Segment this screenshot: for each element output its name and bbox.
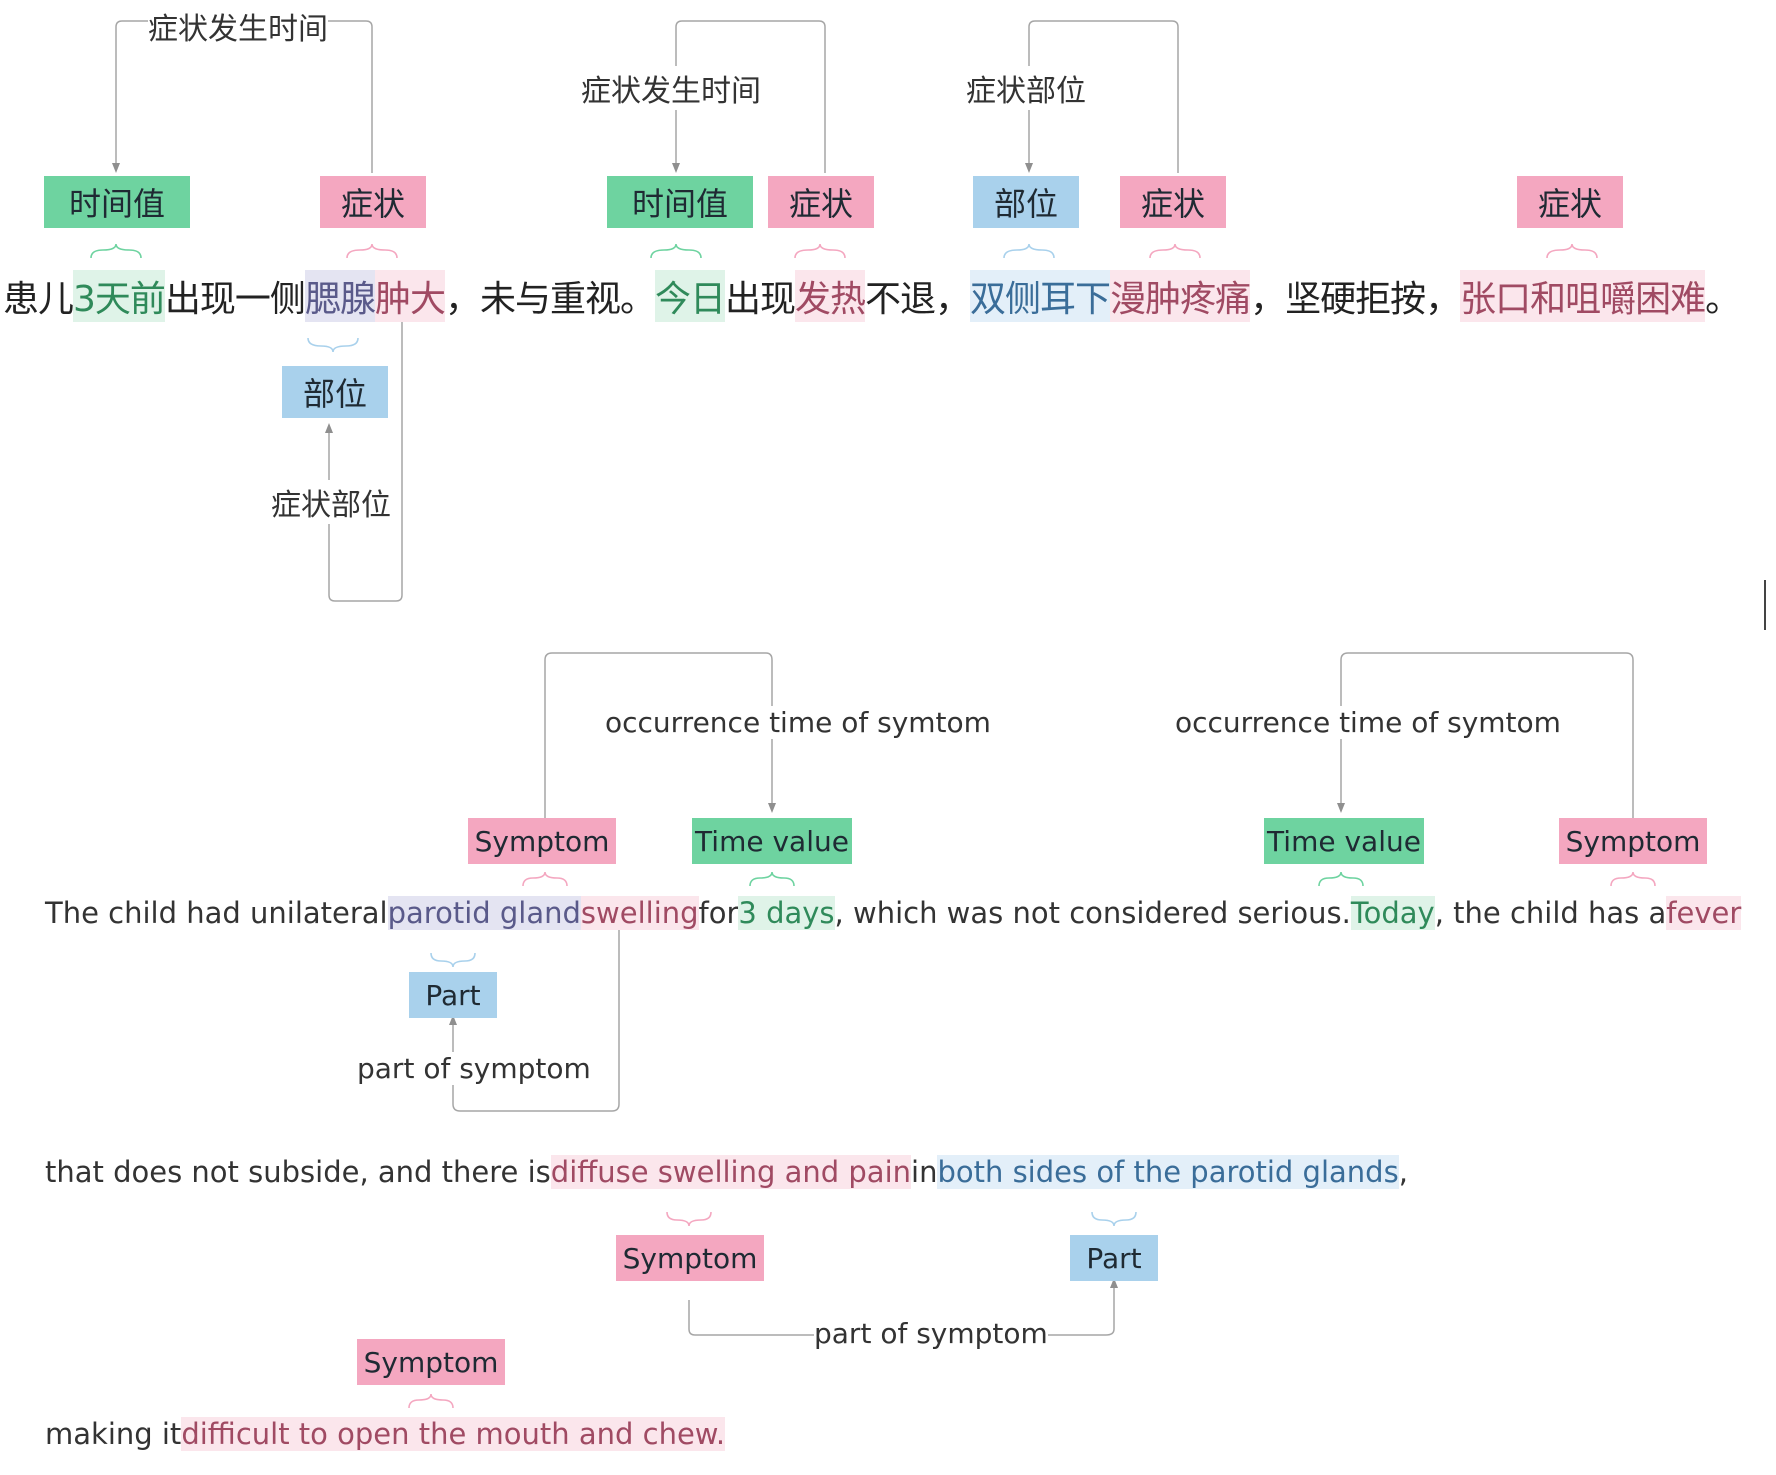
zh-relation-label-r3: 症状部位	[966, 66, 1086, 110]
zh-tag-symptom[interactable]: 症状	[1120, 176, 1226, 228]
zh-text: 出现	[725, 279, 796, 320]
en-relation-label-r3: part of symptom	[357, 1052, 591, 1085]
zh-tag-symptom[interactable]: 症状	[1517, 176, 1623, 228]
zh-span-symptom-swelling[interactable]: 肿大	[374, 270, 446, 322]
en-text: making it	[45, 1417, 182, 1451]
en-text: ,	[1398, 1155, 1408, 1189]
zh-tag-part[interactable]: 部位	[973, 176, 1079, 228]
en-tag-part[interactable]: Part	[409, 972, 497, 1018]
zh-text: ，坚硬拒按，	[1250, 279, 1461, 320]
zh-tag-symptom[interactable]: 症状	[768, 176, 874, 228]
en-sentence-line-3: making it difficult to open the mouth an…	[45, 1417, 726, 1451]
zh-text: 不退，	[865, 279, 971, 320]
en-span-symptom-swelling[interactable]: swelling	[580, 896, 699, 930]
en-span-part-both-sides[interactable]: both sides of the parotid glands	[937, 1155, 1399, 1189]
en-span-time-today[interactable]: Today	[1350, 896, 1435, 930]
en-arc-r3	[449, 930, 620, 1112]
en-tag-symptom[interactable]: Symptom	[616, 1235, 764, 1281]
zh-text: 。	[1705, 279, 1741, 320]
zh-tag-part[interactable]: 部位	[282, 366, 388, 418]
zh-relation-label-r1: 症状发生时间	[148, 4, 328, 48]
en-tag-time-value[interactable]: Time value	[1264, 818, 1424, 864]
zh-tag-symptom[interactable]: 症状	[320, 176, 426, 228]
en-text: , the child has a	[1434, 896, 1667, 930]
en-text: for	[698, 896, 739, 930]
en-arc-r1	[544, 652, 776, 818]
zh-span-symptom-chewing[interactable]: 张口和咀嚼困难	[1460, 270, 1706, 322]
en-relation-label-r2: occurrence time of symtom	[1175, 706, 1561, 739]
zh-span-part-below-ears[interactable]: 双侧耳下	[970, 270, 1111, 322]
en-text: The child had unilateral	[45, 896, 388, 930]
en-span-part-parotid-gland[interactable]: parotid gland	[387, 896, 581, 930]
zh-span-time-3-days-ago[interactable]: 3天前	[73, 270, 166, 322]
zh-span-time-today[interactable]: 今日	[654, 270, 726, 322]
zh-span-symptom-fever[interactable]: 发热	[795, 270, 866, 322]
zh-span-symptom-swelling-pain[interactable]: 漫肿疼痛	[1110, 270, 1251, 322]
zh-text: ，未与重视。	[444, 279, 656, 320]
zh-relation-label-r2: 症状发生时间	[581, 66, 761, 110]
en-sentence-line-1: The child had unilateral parotid gland s…	[45, 896, 1742, 930]
en-tag-symptom[interactable]: Symptom	[468, 818, 616, 864]
en-tag-symptom[interactable]: Symptom	[1559, 818, 1707, 864]
zh-arc-r2	[672, 20, 826, 173]
en-relation-label-r1: occurrence time of symtom	[605, 706, 991, 739]
zh-tag-time-value[interactable]: 时间值	[607, 176, 753, 228]
en-tag-symptom[interactable]: Symptom	[357, 1339, 505, 1385]
en-tag-time-value[interactable]: Time value	[692, 818, 852, 864]
zh-arc-r4	[325, 320, 403, 602]
en-text: in	[911, 1155, 938, 1189]
en-span-symptom-fever[interactable]: fever	[1666, 896, 1742, 930]
en-text: , which was not considered serious.	[834, 896, 1351, 930]
en-sentence-line-2: that does not subside, and there is diff…	[45, 1155, 1408, 1189]
scrollbar-thumb[interactable]	[1764, 580, 1766, 630]
en-span-symptom-difficulty-chewing[interactable]: difficult to open the mouth and chew.	[181, 1417, 726, 1451]
zh-text: 患儿	[3, 279, 74, 320]
zh-relation-label-r4: 症状部位	[271, 480, 391, 524]
en-span-time-3-days[interactable]: 3 days	[738, 896, 835, 930]
en-arc-r2	[1337, 652, 1634, 818]
zh-tag-time-value[interactable]: 时间值	[44, 176, 190, 228]
en-text: that does not subside, and there is	[45, 1155, 551, 1189]
span-braces	[90, 243, 1656, 1409]
zh-span-part-parotid[interactable]: 腮腺	[304, 270, 376, 322]
en-tag-part[interactable]: Part	[1070, 1235, 1158, 1281]
zh-text: 出现一侧	[164, 279, 306, 320]
zh-sentence: 患儿3天前出现一侧腮腺肿大，未与重视。今日出现发热不退，双侧耳下漫肿疼痛，坚硬拒…	[3, 270, 1741, 322]
en-span-symptom-diffuse-swelling[interactable]: diffuse swelling and pain	[550, 1155, 912, 1189]
en-relation-label-r4: part of symptom	[814, 1317, 1048, 1350]
zh-arc-r3	[1025, 20, 1179, 173]
